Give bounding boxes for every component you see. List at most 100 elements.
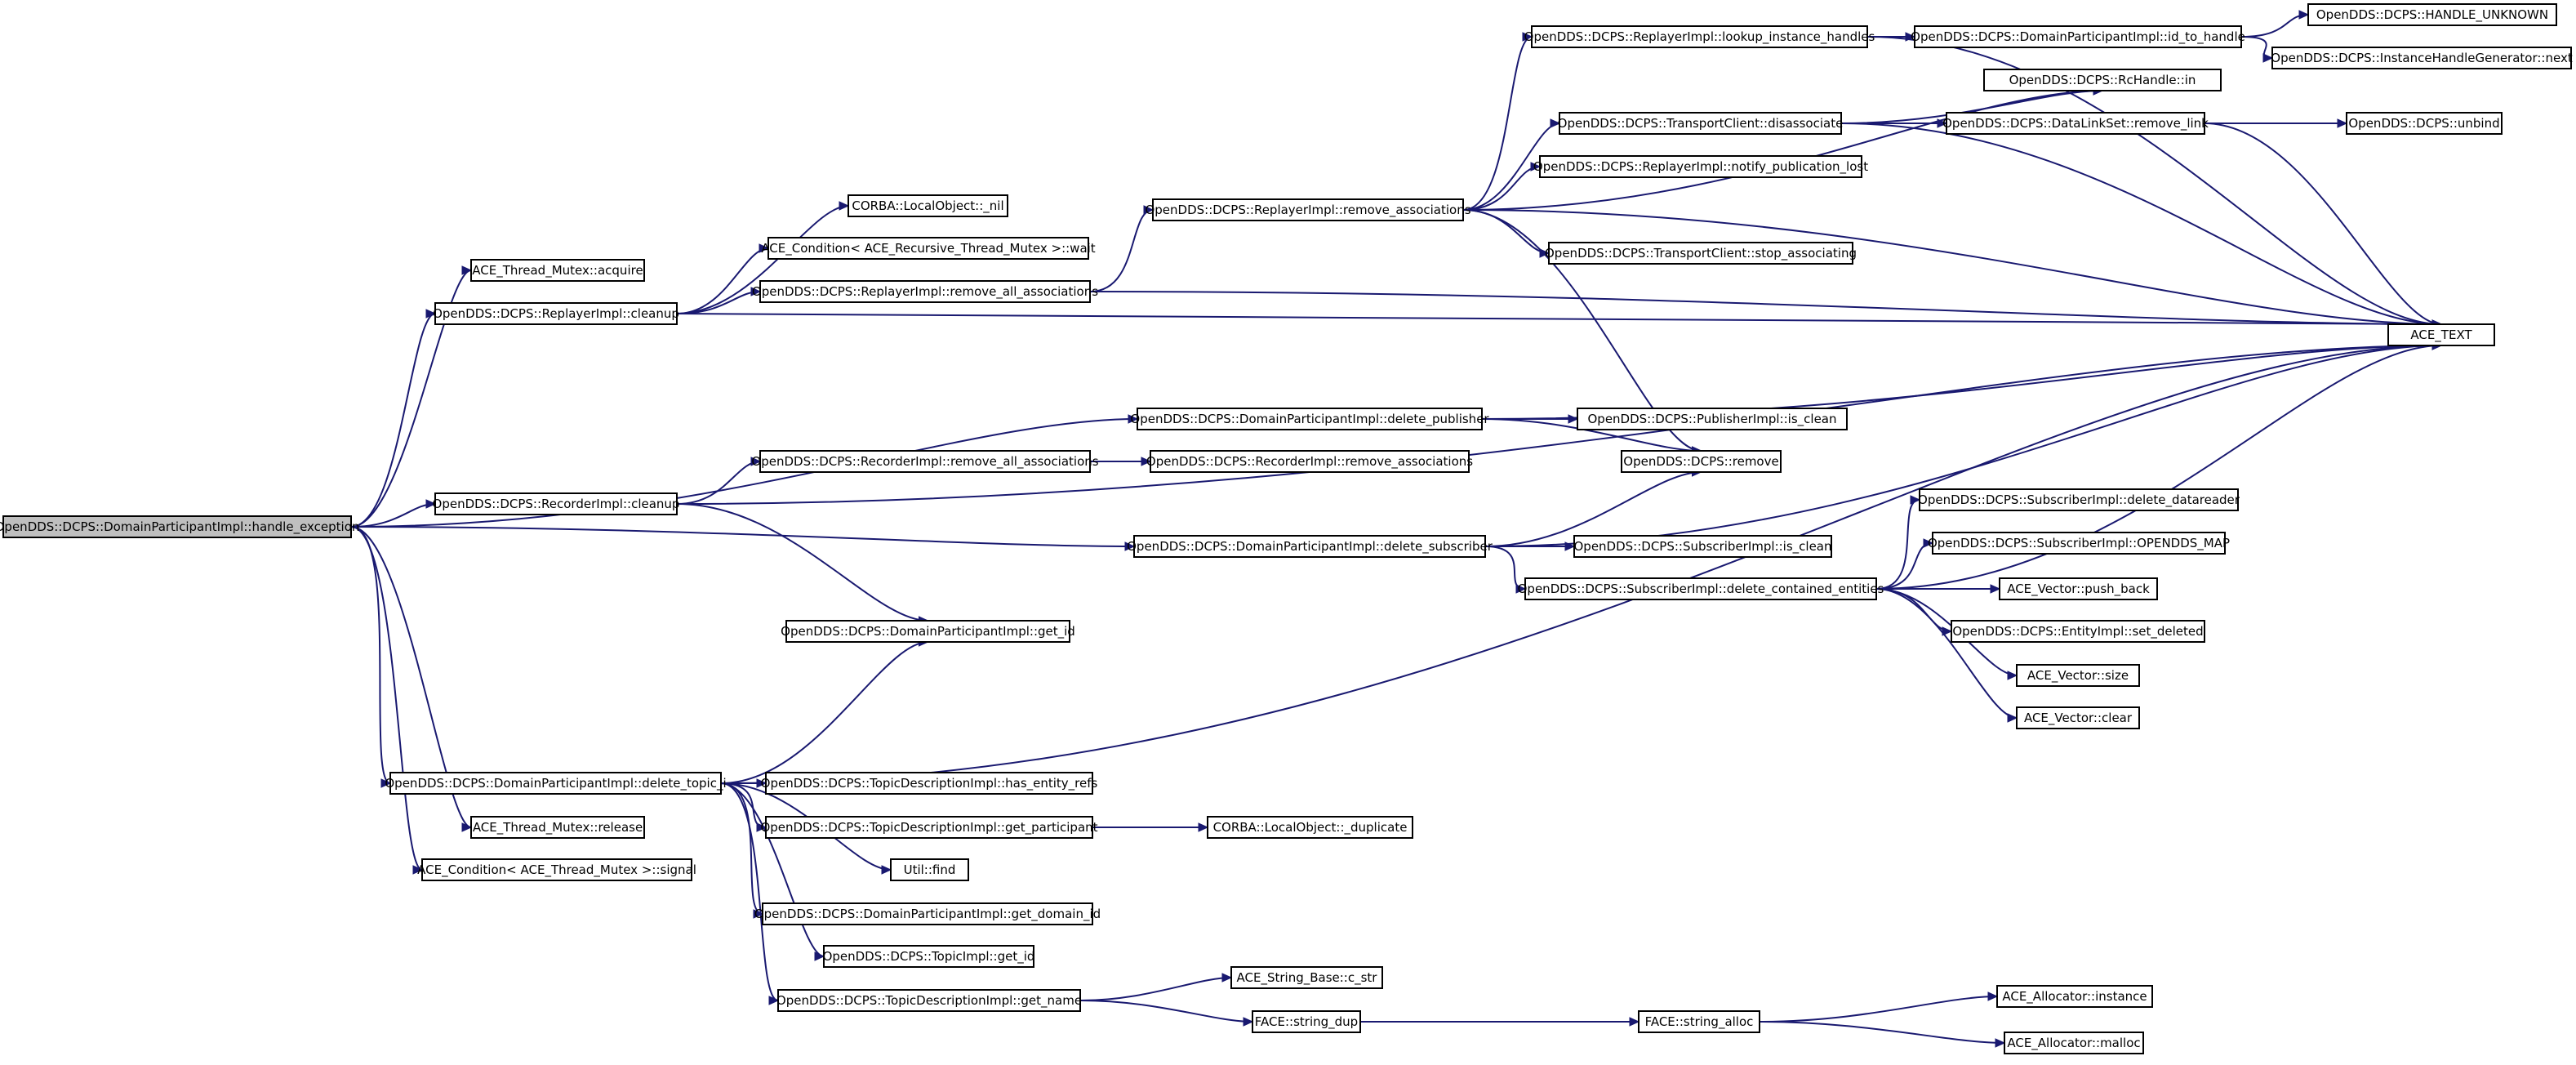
- function-node-pub-is-clean[interactable]: OpenDDS::DCPS::PublisherImpl::is_clean: [1577, 408, 1848, 430]
- function-node-tm-acquire[interactable]: ACE_Thread_Mutex::acquire: [470, 259, 645, 282]
- function-node-get-id[interactable]: OpenDDS::DCPS::DomainParticipantImpl::ge…: [781, 620, 1075, 643]
- node-box: [1230, 966, 1383, 989]
- arrowhead: [1568, 414, 1579, 424]
- function-node-has-entity-refs[interactable]: OpenDDS::DCPS::TopicDescriptionImpl::has…: [761, 772, 1098, 795]
- node-label: OpenDDS::DCPS::TransportClient::disassoc…: [1558, 116, 1844, 131]
- node-box: [1531, 25, 1868, 48]
- node-box: [2004, 1032, 2144, 1054]
- call-edge-tc_disassociate-to-rchandle_in: [1840, 90, 2103, 124]
- function-node-rec-remove-all[interactable]: OpenDDS::DCPS::RecorderImpl::remove_all_…: [751, 450, 1099, 473]
- function-node-lo-nil[interactable]: CORBA::LocalObject::_nil: [848, 194, 1008, 217]
- function-node-id-to-handle[interactable]: OpenDDS::DCPS::DomainParticipantImpl::id…: [1911, 25, 2245, 48]
- function-node-get-participant[interactable]: OpenDDS::DCPS::TopicDescriptionImpl::get…: [760, 816, 1098, 839]
- node-box: [1539, 155, 1862, 178]
- function-node-delete-datareader[interactable]: OpenDDS::DCPS::SubscriberImpl::delete_da…: [1918, 488, 2240, 511]
- arrowhead: [1937, 118, 1948, 128]
- function-node-tm-release[interactable]: ACE_Thread_Mutex::release: [470, 816, 645, 839]
- function-node-delete-subscriber[interactable]: OpenDDS::DCPS::DomainParticipantImpl::de…: [1127, 535, 1493, 558]
- arrowhead: [1128, 414, 1139, 424]
- function-node-alloc-malloc[interactable]: ACE_Allocator::malloc: [2004, 1032, 2144, 1054]
- function-node-rec-remove-assoc[interactable]: OpenDDS::DCPS::RecorderImpl::remove_asso…: [1146, 450, 1473, 473]
- function-node-unbind[interactable]: OpenDDS::DCPS::unbind: [2346, 112, 2503, 135]
- node-label: OpenDDS::DCPS::TransportClient::stop_ass…: [1545, 246, 1857, 261]
- function-node-delete-publisher[interactable]: OpenDDS::DCPS::DomainParticipantImpl::de…: [1130, 408, 1489, 430]
- function-node-rp-cleanup[interactable]: OpenDDS::DCPS::ReplayerImpl::cleanup: [433, 302, 679, 325]
- node-label: OpenDDS::DCPS::RecorderImpl::cleanup: [433, 497, 680, 511]
- function-node-set-deleted[interactable]: OpenDDS::DCPS::EntityImpl::set_deleted: [1951, 620, 2205, 643]
- function-node-string-dup[interactable]: FACE::string_dup: [1252, 1010, 1361, 1033]
- function-node-sub-is-clean[interactable]: OpenDDS::DCPS::SubscriberImpl::is_clean: [1573, 535, 1832, 558]
- function-node-c-str[interactable]: ACE_String_Base::c_str: [1230, 966, 1383, 989]
- function-node-rec-cleanup[interactable]: OpenDDS::DCPS::RecorderImpl::cleanup: [433, 492, 680, 515]
- node-box: [1152, 198, 1464, 221]
- node-box: [1150, 450, 1470, 473]
- function-node-dcps-remove[interactable]: OpenDDS::DCPS::remove: [1621, 450, 1782, 473]
- arrowhead: [1530, 162, 1542, 172]
- function-node-rp-remove-all[interactable]: OpenDDS::DCPS::ReplayerImpl::remove_all_…: [752, 280, 1098, 303]
- function-node-vec-push-back[interactable]: ACE_Vector::push_back: [1999, 577, 2158, 600]
- function-node-rp-remove-assoc[interactable]: OpenDDS::DCPS::ReplayerImpl::remove_asso…: [1145, 198, 1471, 221]
- function-node-cond-wait[interactable]: ACE_Condition< ACE_Recursive_Thread_Mute…: [761, 237, 1096, 260]
- function-node-handle-exception[interactable]: OpenDDS::DCPS::DomainParticipantImpl::ha…: [0, 515, 359, 538]
- node-label: ACE_Allocator::malloc: [2007, 1036, 2140, 1051]
- function-node-notify-lost[interactable]: OpenDDS::DCPS::ReplayerImpl::notify_publ…: [1533, 155, 1868, 178]
- arrowhead: [461, 822, 473, 832]
- arrowhead: [2337, 118, 2348, 128]
- function-node-opendds-map[interactable]: OpenDDS::DCPS::SubscriberImpl::OPENDDS_M…: [1928, 532, 2230, 555]
- function-node-delete-topic[interactable]: OpenDDS::DCPS::DomainParticipantImpl::de…: [385, 772, 727, 795]
- node-box: [1252, 1010, 1361, 1033]
- function-node-dls-remove-link[interactable]: OpenDDS::DCPS::DataLinkSet::remove_link: [1942, 112, 2209, 135]
- arrowhead: [1221, 973, 1233, 983]
- function-node-lo-duplicate[interactable]: CORBA::LocalObject::_duplicate: [1207, 816, 1413, 839]
- arrowhead: [2007, 671, 2018, 680]
- arrowhead: [412, 865, 424, 875]
- arrowhead: [1143, 205, 1155, 215]
- node-label: ACE_Thread_Mutex::acquire: [472, 263, 643, 279]
- function-node-get-name[interactable]: OpenDDS::DCPS::TopicDescriptionImpl::get…: [776, 989, 1082, 1012]
- node-label: OpenDDS::DCPS::DataLinkSet::remove_link: [1942, 116, 2209, 131]
- node-box: [1524, 577, 1877, 600]
- function-node-rchandle-in[interactable]: OpenDDS::DCPS::RcHandle::in: [1983, 69, 2222, 91]
- function-node-get-domain-id[interactable]: OpenDDS::DCPS::DomainParticipantImpl::ge…: [754, 902, 1101, 925]
- node-label: OpenDDS::DCPS::ReplayerImpl::remove_asso…: [1145, 203, 1470, 218]
- function-node-vec-clear[interactable]: ACE_Vector::clear: [2016, 706, 2140, 729]
- function-node-vec-size[interactable]: ACE_Vector::size: [2016, 664, 2140, 687]
- function-node-tc-disassociate[interactable]: OpenDDS::DCPS::TransportClient::disassoc…: [1558, 112, 1844, 135]
- node-label: CORBA::LocalObject::_nil: [852, 198, 1003, 214]
- function-node-ihg-next[interactable]: OpenDDS::DCPS::InstanceHandleGenerator::…: [2271, 47, 2573, 69]
- call-edge-get_name-to-c_str: [1079, 977, 1232, 1001]
- node-label: OpenDDS::DCPS::ReplayerImpl::remove_all_…: [752, 284, 1098, 300]
- function-node-alloc-instance[interactable]: ACE_Allocator::instance: [1996, 985, 2153, 1008]
- node-label: OpenDDS::DCPS::RcHandle::in: [2009, 73, 2196, 87]
- call-edge-rp_remove_all-to-ace_text: [1089, 291, 2442, 325]
- arrowhead: [750, 457, 762, 466]
- node-label: OpenDDS::DCPS::SubscriberImpl::delete_da…: [1918, 492, 2240, 508]
- function-node-topic-get-id[interactable]: OpenDDS::DCPS::TopicImpl::get_id: [823, 945, 1035, 968]
- function-node-cond-signal[interactable]: ACE_Condition< ACE_Thread_Mutex >::signa…: [417, 858, 696, 881]
- node-box: [2, 515, 352, 538]
- arrowhead: [753, 909, 764, 919]
- node-box: [1548, 242, 1853, 265]
- node-box: [1946, 112, 2205, 135]
- function-node-lookup[interactable]: OpenDDS::DCPS::ReplayerImpl::lookup_inst…: [1524, 25, 1875, 48]
- call-edge-dls_remove_link-to-ace_text: [2204, 123, 2442, 325]
- call-edge-handle_exception-to-tm_acquire: [350, 270, 472, 528]
- arrowhead: [2262, 53, 2274, 63]
- call-edge-delete_topic-to-topic_get_id: [720, 782, 825, 957]
- arrowhead: [759, 243, 770, 253]
- node-label: OpenDDS::DCPS::unbind: [2348, 116, 2499, 131]
- call-edge-handle_exception-to-cond_signal: [350, 526, 423, 871]
- function-node-string-alloc[interactable]: FACE::string_alloc: [1638, 1010, 1760, 1033]
- function-node-util-find[interactable]: Util::find: [890, 858, 969, 881]
- node-box: [890, 858, 969, 881]
- function-node-delete-contained[interactable]: OpenDDS::DCPS::SubscriberImpl::delete_co…: [1518, 577, 1884, 600]
- node-box: [434, 302, 678, 325]
- call-edge-handle_exception-to-tm_release: [350, 526, 472, 828]
- function-node-handle-unknown[interactable]: OpenDDS::DCPS::HANDLE_UNKNOWN: [2307, 3, 2557, 26]
- function-node-stop-assoc[interactable]: OpenDDS::DCPS::TransportClient::stop_ass…: [1545, 242, 1857, 265]
- function-node-ace-text[interactable]: ACE_TEXT: [2387, 323, 2495, 346]
- call-edge-id_to_handle-to-ihg_next: [2240, 36, 2273, 59]
- arrowhead: [1995, 1038, 2006, 1048]
- node-box: [1621, 450, 1782, 473]
- node-label: OpenDDS::DCPS::TopicImpl::get_id: [823, 949, 1035, 965]
